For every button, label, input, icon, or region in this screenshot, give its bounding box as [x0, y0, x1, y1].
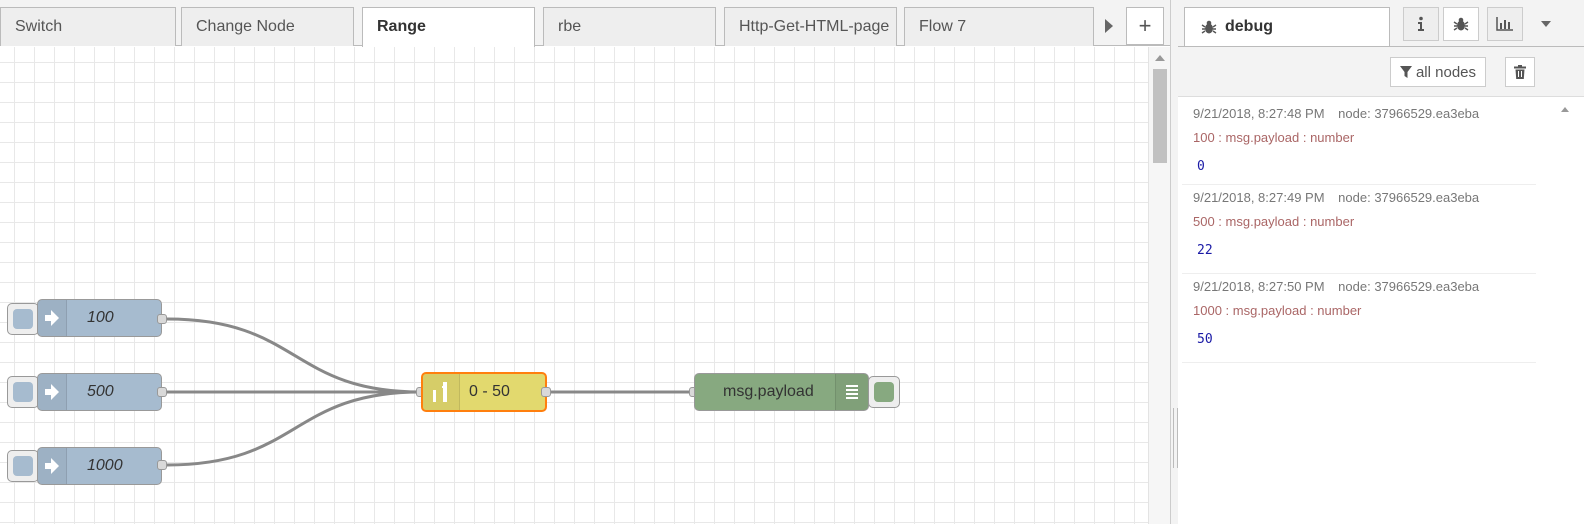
sidebar-menu-button[interactable]: [1528, 7, 1564, 41]
bar-chart-icon: [1496, 17, 1513, 31]
bug-icon: [1201, 20, 1217, 34]
output-port[interactable]: [157, 387, 167, 397]
filter-icon: [1399, 65, 1412, 78]
resize-grip[interactable]: [1173, 408, 1178, 468]
message-timestamp: 9/21/2018, 8:27:49 PM: [1193, 190, 1325, 205]
inject-trigger-button[interactable]: [7, 376, 39, 408]
list-icon: [835, 374, 868, 410]
arrow-in-icon: [38, 374, 67, 410]
scrollbar-thumb[interactable]: [1153, 69, 1167, 163]
tab-switch[interactable]: Switch: [0, 7, 176, 46]
tab-change-node[interactable]: Change Node: [181, 7, 354, 46]
caret-right-icon: [1105, 19, 1113, 33]
range-node[interactable]: 0 - 50: [421, 372, 547, 412]
info-button[interactable]: [1403, 7, 1439, 41]
wire[interactable]: [166, 317, 422, 394]
debug-message[interactable]: 9/21/2018, 8:27:50 PM node: 37966529.ea3…: [1182, 274, 1536, 363]
wires-layer: [166, 317, 694, 467]
message-topic: 100 : msg.payload : number: [1193, 130, 1355, 145]
output-port[interactable]: [157, 460, 167, 470]
sidebar: debug all nodes 9/21/2018, 8:27:48 PM: [1178, 0, 1584, 524]
debug-messages-panel: 9/21/2018, 8:27:48 PM node: 37966529.ea3…: [1178, 97, 1584, 524]
inject-trigger-button[interactable]: [7, 450, 39, 482]
sidebar-separator[interactable]: [1170, 0, 1178, 524]
wire[interactable]: [166, 390, 422, 467]
inject-node-label: 500: [87, 383, 114, 400]
filter-label: all nodes: [1415, 63, 1477, 81]
arrow-in-icon: [38, 448, 67, 484]
scroll-up-arrow-icon[interactable]: [1561, 107, 1569, 112]
debug-panel-button[interactable]: [1443, 7, 1479, 41]
range-icon: [423, 374, 460, 410]
filter-nodes-button[interactable]: all nodes: [1390, 57, 1486, 87]
message-node-id[interactable]: node: 37966529.ea3eba: [1338, 190, 1480, 205]
output-port[interactable]: [541, 387, 551, 397]
bug-icon: [1453, 17, 1469, 31]
inject-node-label: 1000: [87, 457, 123, 474]
sidebar-tab-label: debug: [1225, 18, 1273, 35]
debug-node-label: msg.payload: [723, 383, 814, 400]
message-value: 22: [1197, 243, 1213, 258]
debug-message[interactable]: 9/21/2018, 8:27:48 PM node: 37966529.ea3…: [1182, 101, 1536, 185]
message-timestamp: 9/21/2018, 8:27:48 PM: [1193, 106, 1325, 121]
canvas-vertical-scrollbar[interactable]: [1148, 47, 1170, 524]
clear-log-button[interactable]: [1505, 57, 1535, 87]
inject-trigger-button[interactable]: [7, 303, 39, 335]
caret-down-icon: [1541, 21, 1551, 27]
debug-scrollbar[interactable]: [1544, 97, 1584, 524]
debug-toolbar: all nodes: [1178, 47, 1584, 97]
sidebar-tab-debug[interactable]: debug: [1184, 7, 1390, 46]
message-value: 0: [1197, 159, 1205, 174]
message-topic: 1000 : msg.payload : number: [1193, 303, 1362, 318]
tab-http-get-html-page[interactable]: Http-Get-HTML-page: [724, 7, 897, 46]
message-node-id[interactable]: node: 37966529.ea3eba: [1338, 106, 1480, 121]
scroll-up-arrow-icon[interactable]: [1155, 55, 1165, 61]
inject-node[interactable]: 1000: [37, 447, 162, 485]
dashboard-button[interactable]: [1487, 7, 1523, 41]
flow-canvas[interactable]: 100 500 1000 0 - 50: [0, 47, 1148, 524]
debug-message-list: 9/21/2018, 8:27:48 PM node: 37966529.ea3…: [1182, 101, 1536, 363]
tab-range[interactable]: Range: [362, 7, 535, 47]
workspace: Switch Change Node Range rbe Http-Get-HT…: [0, 0, 1170, 524]
output-port[interactable]: [157, 314, 167, 324]
tab-rbe[interactable]: rbe: [543, 7, 716, 46]
debug-message[interactable]: 9/21/2018, 8:27:49 PM node: 37966529.ea3…: [1182, 185, 1536, 274]
message-node-id[interactable]: node: 37966529.ea3eba: [1338, 279, 1480, 294]
message-timestamp: 9/21/2018, 8:27:50 PM: [1193, 279, 1325, 294]
message-value: 50: [1197, 332, 1213, 347]
message-topic: 500 : msg.payload : number: [1193, 214, 1355, 229]
range-node-label: 0 - 50: [469, 383, 510, 400]
trash-icon: [1514, 65, 1526, 79]
arrow-in-icon: [38, 300, 67, 336]
tab-flow-7[interactable]: Flow 7: [904, 7, 1094, 46]
info-icon: [1418, 16, 1424, 31]
add-tab-button[interactable]: +: [1126, 7, 1164, 45]
tab-scroll-right-button[interactable]: [1098, 8, 1120, 44]
inject-node-label: 100: [87, 309, 114, 326]
inject-node[interactable]: 500: [37, 373, 162, 411]
workspace-tab-bar: Switch Change Node Range rbe Http-Get-HT…: [0, 0, 1170, 47]
debug-toggle-button[interactable]: [868, 376, 900, 408]
inject-node[interactable]: 100: [37, 299, 162, 337]
debug-node[interactable]: msg.payload: [694, 373, 869, 411]
